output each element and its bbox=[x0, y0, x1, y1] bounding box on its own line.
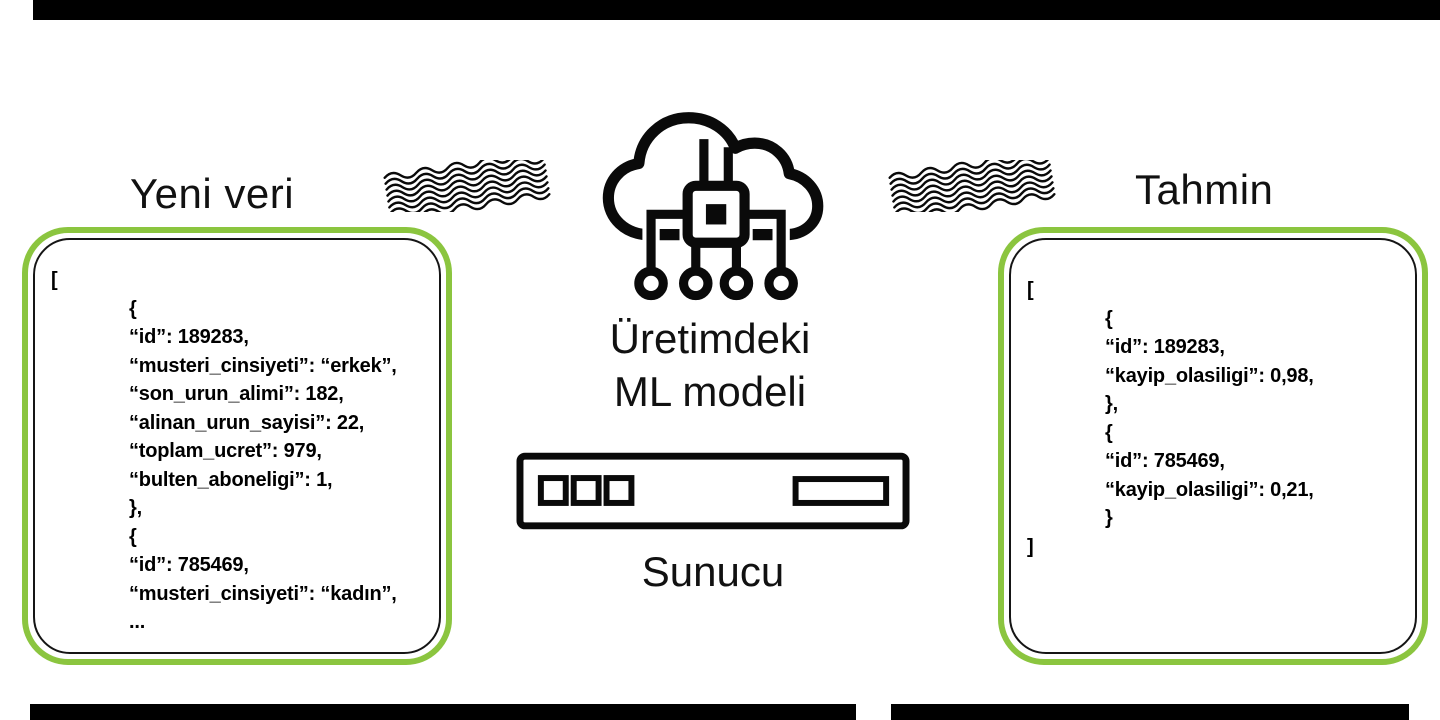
code-line: } bbox=[1105, 507, 1113, 529]
code-line: “kayip_olasiligi”: 0,98, bbox=[1105, 364, 1314, 387]
ml-model-label-line2: ML modeli bbox=[613, 368, 807, 415]
wavy-flow-icon-left bbox=[383, 160, 551, 212]
code-line: “musteri_cinsiyeti”: “erkek”, bbox=[129, 354, 397, 377]
code-line: “kayip_olasiligi”: 0,21, bbox=[1105, 478, 1314, 501]
server-icon bbox=[516, 452, 910, 530]
code-line: “bulten_aboneligi”: 1, bbox=[129, 468, 333, 491]
code-line: “son_urun_alimi”: 182, bbox=[129, 383, 344, 405]
code-line: “alinan_urun_sayisi”: 22, bbox=[129, 411, 365, 434]
server-label: Sunucu bbox=[641, 548, 785, 595]
code-line: “toplam_ucret”: 979, bbox=[129, 440, 322, 462]
prediction-panel: [ { “id”: 189283, “kayip_olasiligi”: 0,98,}… bbox=[998, 227, 1428, 665]
code-line: }, bbox=[1105, 393, 1118, 415]
code-line: { bbox=[1105, 307, 1113, 330]
prediction-title: Tahmin bbox=[1135, 166, 1274, 213]
code-line: “id”: 189283, bbox=[1105, 336, 1225, 358]
code-line: “id”: 189283, bbox=[129, 326, 249, 348]
code-line: [ bbox=[51, 269, 58, 291]
code-line: { bbox=[129, 297, 137, 320]
code-line: }, bbox=[129, 497, 142, 519]
code-line: “musteri_cinsiyeti”: “kadın”, bbox=[129, 582, 397, 605]
prediction-panel-inner: [ { “id”: 189283, “kayip_olasiligi”: 0,98,}… bbox=[1009, 238, 1417, 654]
bottom-border-bar-left bbox=[30, 704, 856, 720]
ml-model-label-line1: Üretimdeki bbox=[609, 315, 811, 362]
code-line: ] bbox=[1027, 535, 1034, 558]
wavy-flow-icon-right bbox=[888, 160, 1056, 212]
new-data-title: Yeni veri bbox=[130, 170, 295, 217]
cloud-chip-icon bbox=[602, 112, 824, 301]
new-data-panel: [ { “id”: 189283, “musteri_cinsiyeti”: “erk… bbox=[22, 227, 452, 665]
code-line: { bbox=[1105, 421, 1113, 444]
code-line: ... bbox=[129, 611, 146, 633]
top-border-bar bbox=[33, 0, 1440, 20]
new-data-panel-inner: [ { “id”: 189283, “musteri_cinsiyeti”: “erk… bbox=[33, 238, 441, 654]
prediction-json-code: [ { “id”: 189283, “kayip_olasiligi”: 0,98,}… bbox=[1011, 240, 1415, 652]
bottom-border-bar-right bbox=[891, 704, 1409, 720]
new-data-json-code: [ { “id”: 189283, “musteri_cinsiyeti”: “erk… bbox=[35, 240, 439, 652]
code-line: “id”: 785469, bbox=[1105, 450, 1225, 472]
code-line: { bbox=[129, 525, 137, 548]
ml-model-label: Üretimdeki ML modeli bbox=[530, 312, 890, 418]
code-line: [ bbox=[1027, 279, 1034, 301]
code-line: “id”: 785469, bbox=[129, 554, 249, 576]
